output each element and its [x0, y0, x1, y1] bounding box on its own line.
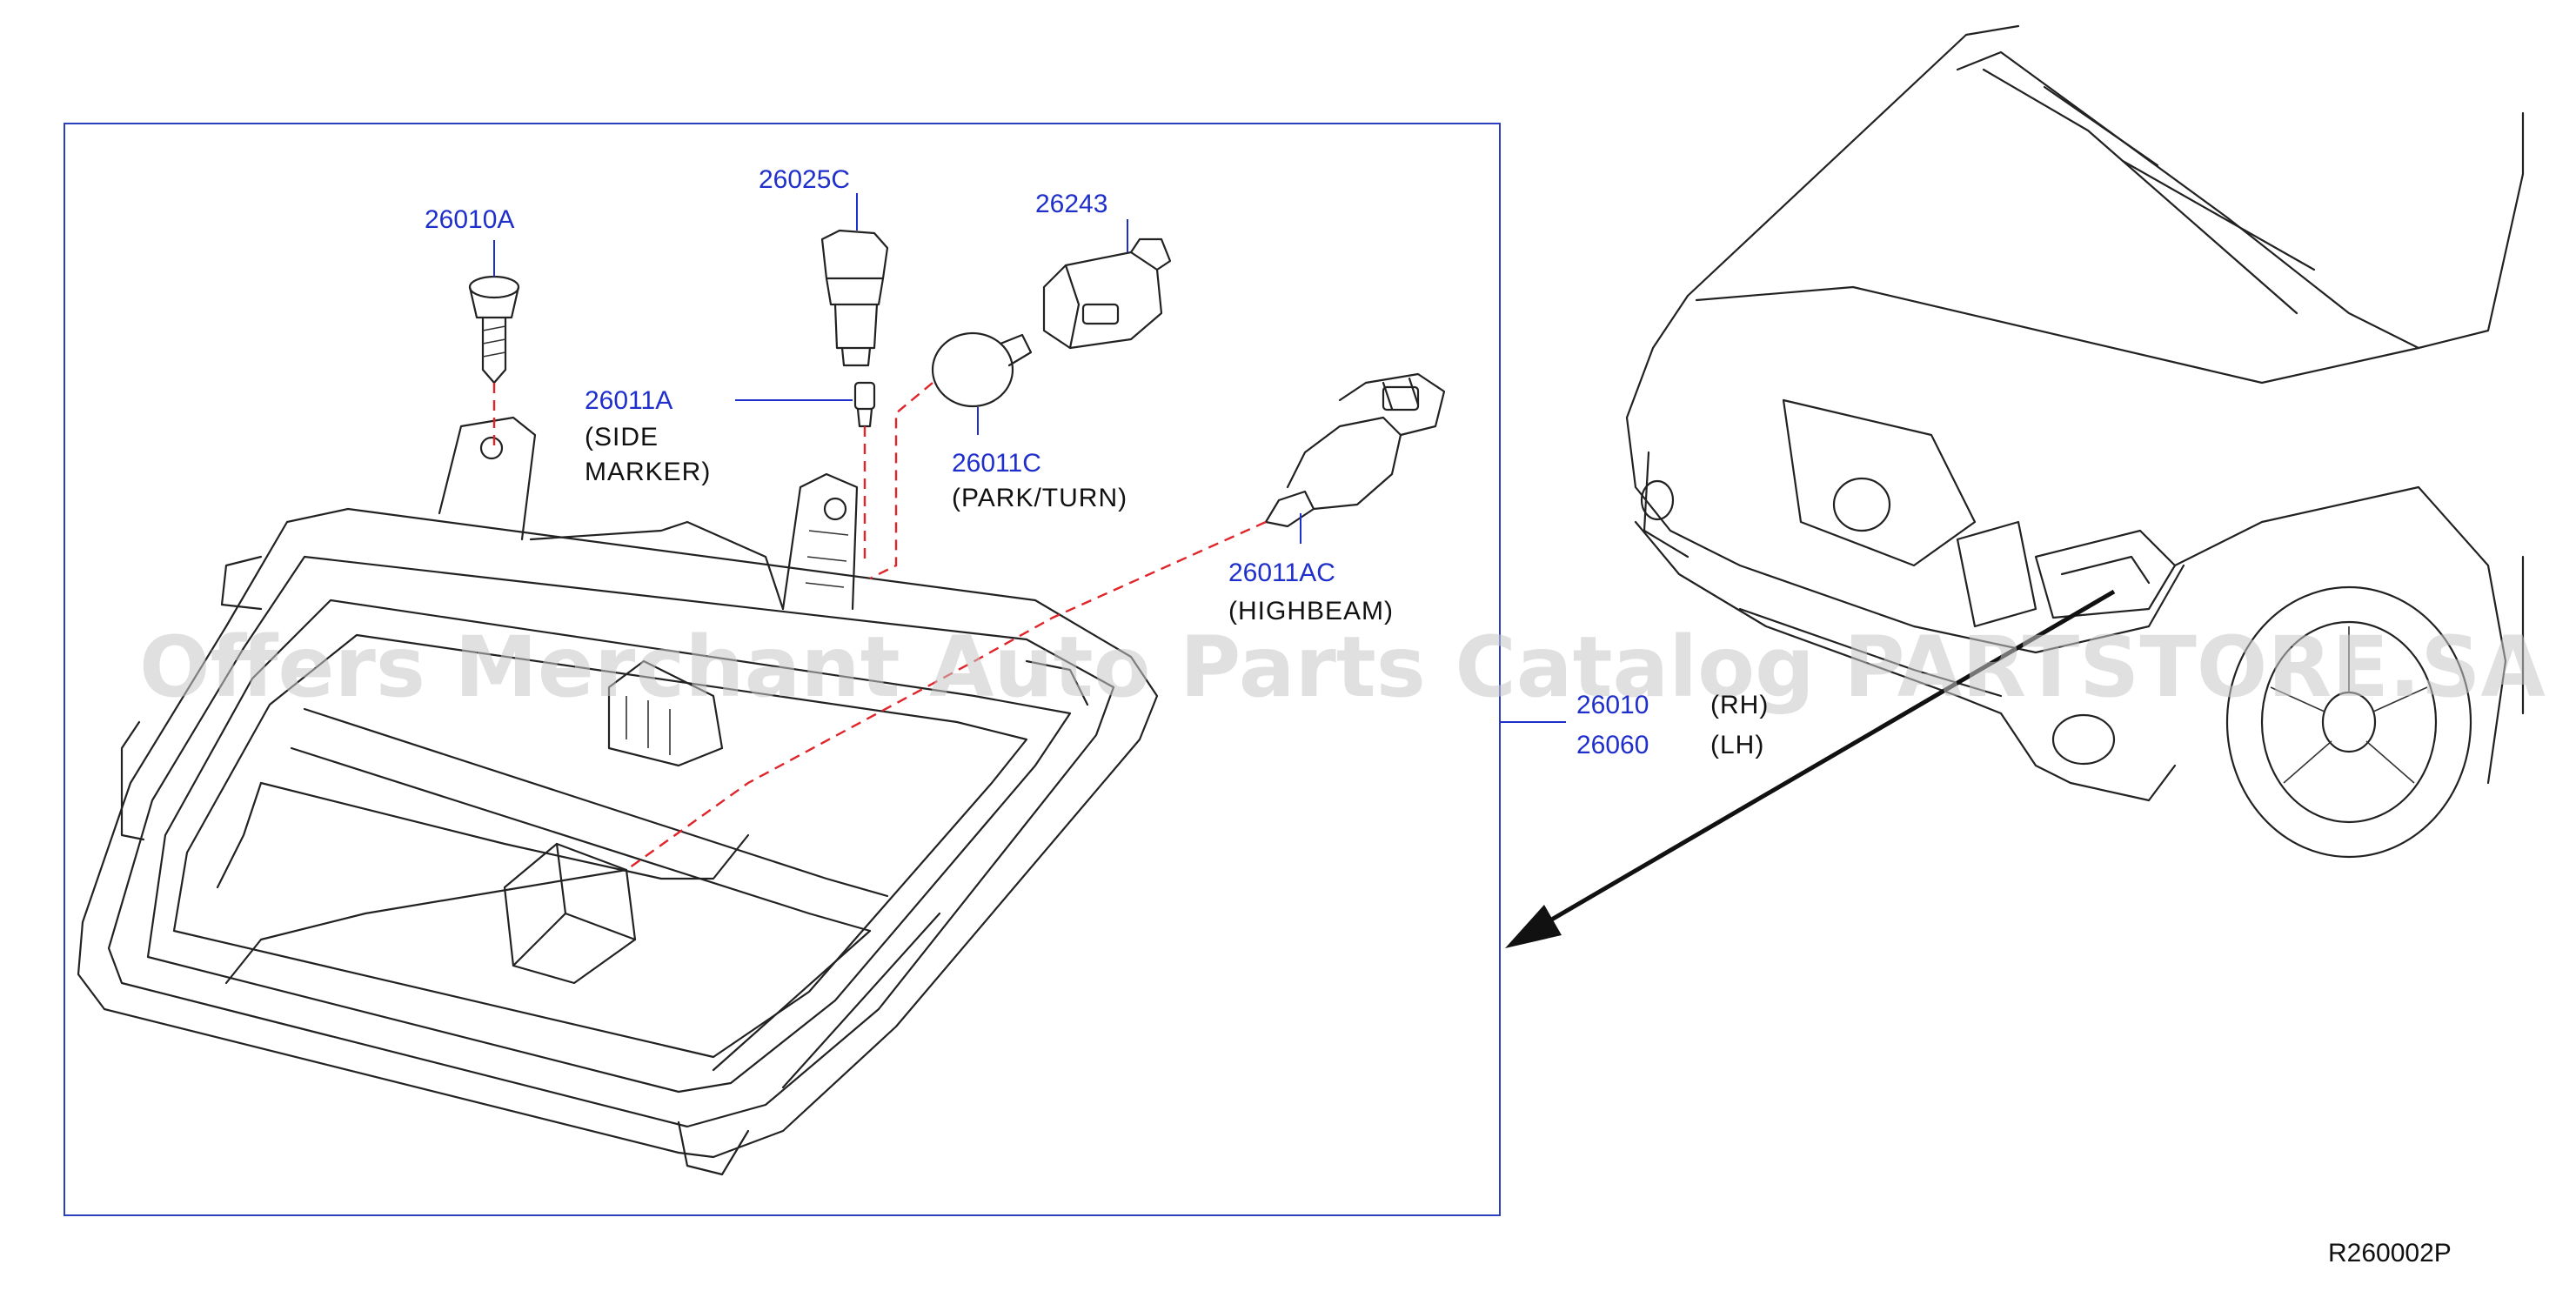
bulb-26011C[interactable]	[931, 331, 1033, 408]
part-number-26011A[interactable]: 26011A	[585, 386, 672, 415]
leader-lines	[493, 193, 1566, 723]
part-desc-26011A-line2: MARKER)	[585, 458, 711, 486]
detail-frame	[64, 123, 1501, 1216]
part-number-26011AC[interactable]: 26011AC	[1228, 559, 1335, 587]
part-side-26060: (LH)	[1710, 731, 1764, 759]
part-desc-26011C: (PARK/TURN)	[952, 484, 1127, 512]
socket-26243[interactable]	[1042, 237, 1172, 350]
socket-26025C[interactable]	[820, 229, 889, 367]
part-side-26010: (RH)	[1710, 691, 1769, 719]
vehicle-outline	[1625, 24, 2525, 859]
part-number-26025C[interactable]: 26025C	[759, 165, 850, 194]
headlamp-assembly[interactable]	[77, 416, 1159, 1176]
bulb-26011A[interactable]	[853, 381, 876, 428]
reference-code: R260002P	[2328, 1239, 2452, 1268]
part-number-26010[interactable]: 26010	[1576, 691, 1649, 719]
location-arrow	[1505, 589, 2116, 948]
part-desc-26011AC: (HIGHBEAM)	[1228, 597, 1394, 625]
part-number-26243[interactable]: 26243	[1035, 190, 1107, 218]
bulb-26011AC[interactable]	[1264, 372, 1446, 528]
part-desc-26011A-line1: (SIDE	[585, 423, 659, 452]
assembly-lines	[492, 382, 1267, 871]
part-number-26060[interactable]: 26060	[1576, 731, 1649, 759]
part-number-26010A[interactable]: 26010A	[425, 205, 514, 234]
watermark-text: Offers Merchant Auto Parts Catalog PARTS…	[139, 619, 2546, 716]
part-number-26011C[interactable]: 26011C	[952, 449, 1041, 478]
bolt-26010A[interactable]	[468, 275, 520, 385]
